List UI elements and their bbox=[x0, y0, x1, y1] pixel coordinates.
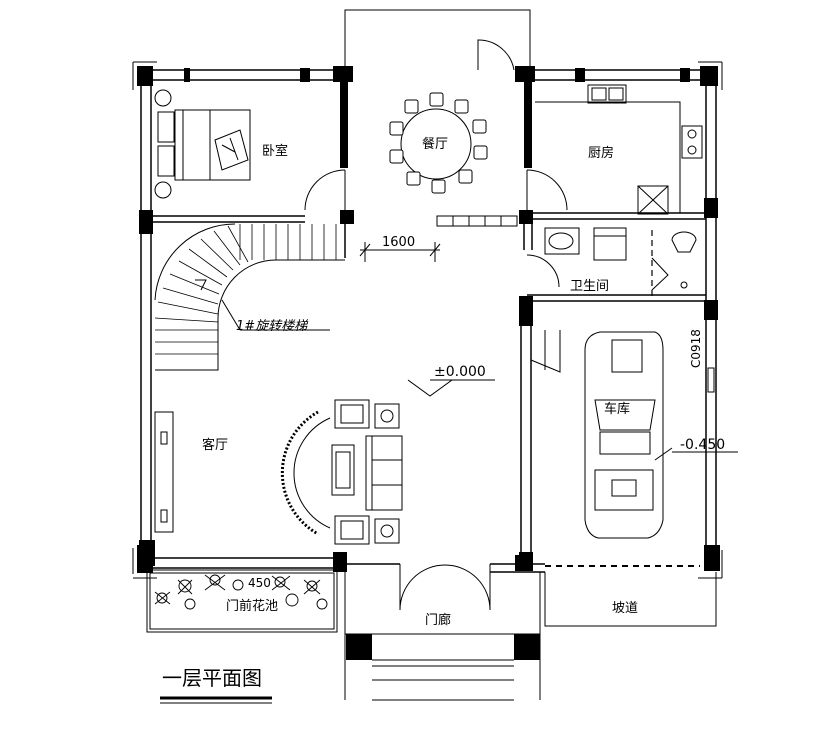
stair-label: 1#旋转楼梯 bbox=[236, 319, 309, 334]
elevation-marker-garage bbox=[654, 447, 738, 461]
label-living: 客厅 bbox=[202, 437, 228, 453]
label-garage: 车库 bbox=[604, 401, 630, 417]
bedroom-furniture bbox=[154, 89, 251, 199]
interior-walls bbox=[151, 82, 706, 564]
window-code: C0918 bbox=[689, 329, 703, 368]
label-dining: 餐厅 bbox=[422, 136, 448, 152]
front-door bbox=[399, 564, 491, 611]
label-bathroom: 卫生间 bbox=[570, 279, 609, 294]
dining-bay bbox=[344, 9, 531, 71]
ramp bbox=[544, 572, 717, 627]
dining-table bbox=[389, 92, 488, 194]
living-room-furniture bbox=[280, 399, 403, 545]
elevation-main: ±0.000 bbox=[434, 364, 486, 380]
label-planter: 门前花池 bbox=[226, 598, 278, 614]
label-ramp: 坡道 bbox=[612, 601, 638, 616]
dimension-1600: 1600 bbox=[382, 235, 415, 250]
exterior-walls bbox=[132, 61, 723, 579]
elevation-marker-main bbox=[407, 379, 495, 397]
drawing-title: 一层平面图 bbox=[162, 666, 262, 690]
planter-number: 450 bbox=[248, 576, 271, 590]
label-porch: 门廊 bbox=[425, 612, 451, 628]
porch bbox=[344, 572, 541, 701]
car bbox=[584, 331, 664, 539]
front-planter bbox=[146, 569, 338, 633]
dimension-line bbox=[359, 242, 441, 262]
bathroom-fixtures bbox=[544, 227, 697, 289]
label-bedroom: 卧室 bbox=[262, 143, 288, 159]
label-kitchen: 厨房 bbox=[588, 145, 614, 161]
spiral-staircase bbox=[154, 223, 345, 371]
elevation-garage: -0.450 bbox=[680, 437, 725, 453]
kitchen-fixtures bbox=[535, 84, 703, 215]
